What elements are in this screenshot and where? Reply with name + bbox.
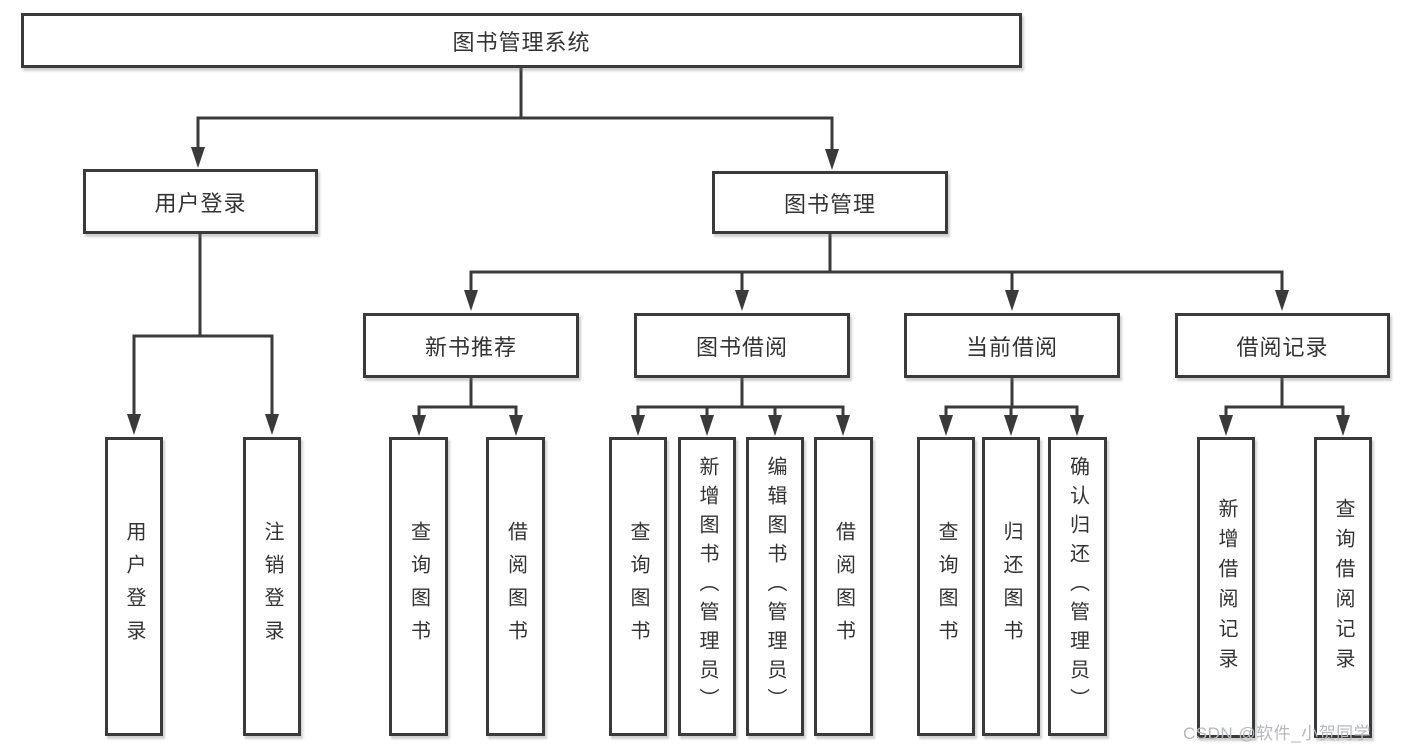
leaf-current-query-book: 查询图书 xyxy=(917,437,975,736)
node-user-login: 用户登录 xyxy=(83,169,318,234)
leaf-add-borrow-record: 新增借阅记录 xyxy=(1197,437,1255,738)
node-borrow-records: 借阅记录 xyxy=(1175,313,1390,378)
leaf-logout: 注销登录 xyxy=(243,437,301,736)
leaf-edit-book-admin: 编辑图书（管理员） xyxy=(746,437,804,736)
leaf-user-login: 用户登录 xyxy=(105,437,163,736)
leaf-borrow-book: 借阅图书 xyxy=(814,437,873,736)
node-book-management: 图书管理 xyxy=(712,171,948,234)
leaf-return-book: 归还图书 xyxy=(982,437,1040,736)
node-current-borrow: 当前借阅 xyxy=(904,313,1120,378)
leaf-add-book-admin: 新增图书（管理员） xyxy=(678,437,736,736)
node-new-book-recommend: 新书推荐 xyxy=(363,313,579,378)
node-root: 图书管理系统 xyxy=(21,13,1022,68)
leaf-borrow-query-book: 查询图书 xyxy=(609,437,667,736)
leaf-confirm-return-admin: 确认归还（管理员） xyxy=(1048,437,1107,736)
leaf-query-borrow-record: 查询借阅记录 xyxy=(1314,437,1372,738)
csdn-watermark: CSDN @软件_小贺同学 xyxy=(1183,724,1372,743)
leaf-recommend-borrow-book: 借阅图书 xyxy=(486,437,545,736)
node-book-borrow: 图书借阅 xyxy=(634,313,850,378)
leaf-recommend-query-book: 查询图书 xyxy=(389,437,448,736)
